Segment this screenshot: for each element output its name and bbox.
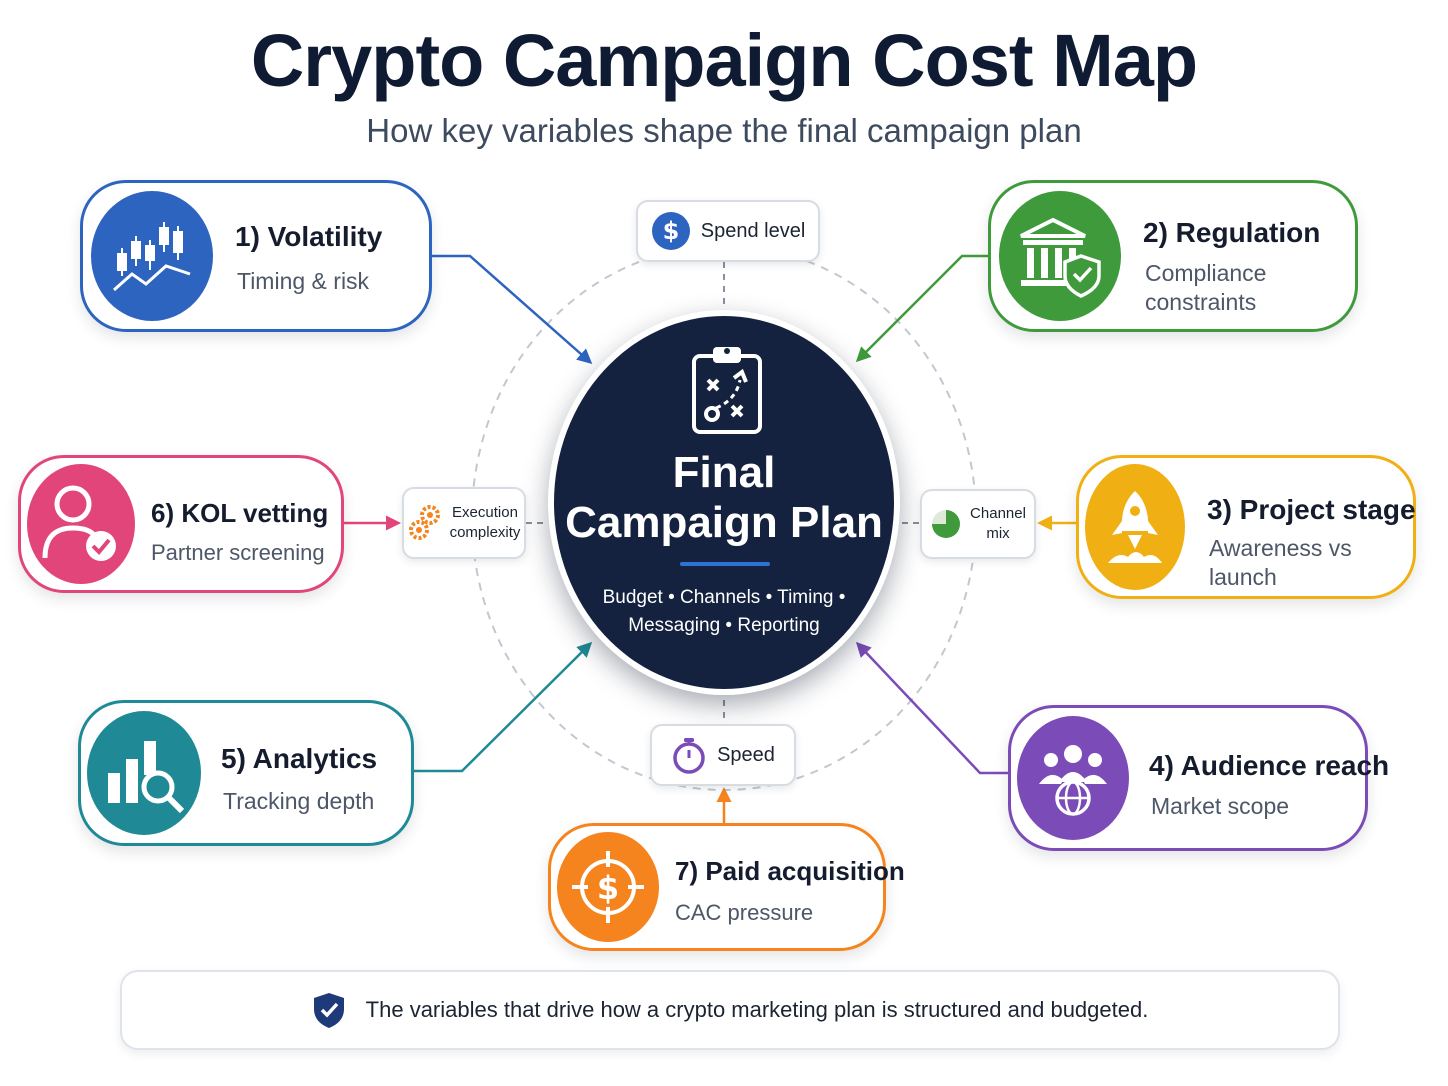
arrow-volatility <box>432 254 593 364</box>
gears-icon <box>408 505 440 540</box>
card-analytics: 5) Analytics Tracking depth <box>78 700 414 846</box>
audience-reach-title: 4) Audience reach <box>1149 750 1390 781</box>
card-kol-vetting: 6) KOL vetting Partner screening <box>18 455 344 593</box>
paid-acquisition-title: 7) Paid acquisition <box>675 856 905 886</box>
card-regulation: 2) Regulation Compliance constraints <box>988 180 1358 332</box>
spend-level-label: Spend level <box>700 219 806 242</box>
card-project-stage: 3) Project stage Awareness vs launch <box>1076 455 1416 599</box>
project-stage-sub-line2: launch <box>1209 564 1277 590</box>
audience-reach-sub: Market scope <box>1151 793 1290 819</box>
footer-text: The variables that drive how a crypto ma… <box>365 997 1149 1022</box>
arrow-audience-reach <box>855 641 1008 775</box>
analytics-title: 5) Analytics <box>221 743 378 774</box>
kol-vetting-sub: Partner screening <box>151 540 325 565</box>
analytics-sub: Tracking depth <box>223 788 375 814</box>
card-audience-reach: 4) Audience reach Market scope <box>1008 705 1389 851</box>
clipboard-strategy-icon <box>692 347 762 434</box>
candlestick-chart-icon <box>113 222 191 292</box>
card-paid-acquisition: $ 7) Paid acquisition CAC pressure <box>548 823 905 951</box>
hub-divider <box>680 562 770 566</box>
channel-line2: mix <box>986 525 1010 542</box>
paid-acquisition-sub: CAC pressure <box>675 900 814 925</box>
node-channel-mix: Channel mix <box>920 489 1036 559</box>
node-spend-level: $ Spend level <box>636 200 820 262</box>
pie-chart-icon <box>932 510 961 538</box>
node-execution-complexity: Execution complexity <box>402 487 526 559</box>
paid-acquisition-badge: $ <box>557 832 659 942</box>
hub-sub-line1: Budget • Channels • Timing • <box>602 587 846 608</box>
project-stage-badge <box>1085 464 1185 590</box>
card-volatility: 1) Volatility Timing & risk <box>80 180 432 332</box>
channel-line1: Channel <box>970 505 1026 522</box>
project-stage-title: 3) Project stage <box>1207 494 1416 525</box>
execution-line2: complexity <box>449 524 521 541</box>
project-stage-sub-line1: Awareness vs <box>1209 535 1352 561</box>
bank-shield-icon <box>1020 217 1101 298</box>
regulation-badge <box>999 191 1121 321</box>
shield-check-icon <box>313 993 344 1028</box>
volatility-badge <box>91 191 213 321</box>
volatility-title: 1) Volatility <box>235 221 383 252</box>
user-check-icon <box>42 485 116 561</box>
regulation-title: 2) Regulation <box>1143 217 1321 248</box>
audience-reach-badge <box>1017 716 1129 840</box>
volatility-sub: Timing & risk <box>237 268 370 294</box>
hub-sub-line2: Messaging • Reporting <box>628 615 820 636</box>
target-dollar-icon: $ <box>572 851 644 923</box>
footer-note: The variables that drive how a crypto ma… <box>120 970 1340 1050</box>
kol-vetting-title: 6) KOL vetting <box>151 498 329 528</box>
arrow-analytics <box>414 641 593 773</box>
svg-text:$: $ <box>662 217 679 245</box>
analytics-badge <box>87 711 201 835</box>
regulation-sub-line1: Compliance <box>1145 260 1267 286</box>
group-globe-icon <box>1039 745 1107 816</box>
hub-title-line1: Final <box>672 448 776 497</box>
arrow-regulation <box>855 254 988 363</box>
page-title: Crypto Campaign Cost Map <box>250 19 1198 102</box>
regulation-sub-line2: constraints <box>1145 289 1257 315</box>
hub-title-line2: Campaign Plan <box>565 498 883 547</box>
kol-vetting-badge <box>27 464 135 584</box>
dollar-coin-icon: $ <box>651 212 690 250</box>
hub-final-campaign-plan: Final Campaign Plan Budget • Channels • … <box>548 310 900 695</box>
stopwatch-icon <box>673 738 705 774</box>
node-speed: Speed <box>650 724 796 786</box>
speed-label: Speed <box>717 743 775 766</box>
svg-text:$: $ <box>597 869 619 907</box>
execution-line1: Execution <box>452 504 518 521</box>
rocket-icon <box>1108 491 1162 563</box>
page-subtitle: How key variables shape the final campai… <box>366 112 1082 149</box>
bar-chart-search-icon <box>108 741 185 814</box>
